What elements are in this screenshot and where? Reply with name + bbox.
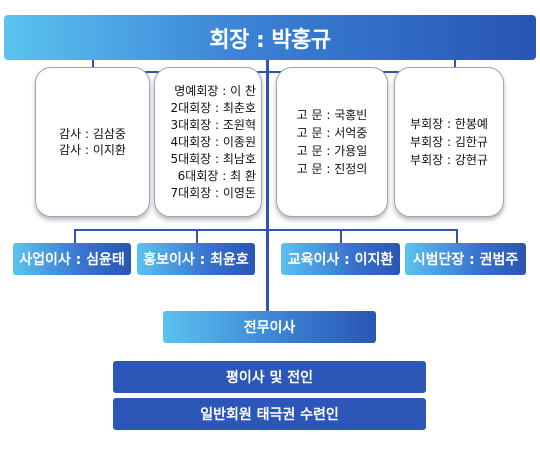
- director-business: 사업이사 : 심윤태: [13, 243, 131, 275]
- connector-director-2: [196, 229, 198, 244]
- vice-presidents-card: 부회장 : 한봉예 부회장 : 김한규 부회장 : 강현규: [394, 67, 504, 217]
- honorary-1: 명예회장 : 이 찬: [174, 83, 256, 98]
- advisors-card: 고 문 : 국홍빈 고 문 : 서억중 고 문 : 가용일 고 문 : 진정의: [276, 67, 388, 217]
- connector-card-1: [92, 60, 94, 72]
- connector-top-horizontal: [93, 71, 455, 73]
- connector-director-4: [456, 229, 458, 244]
- members-box-2: 일반회원 태극권 수련인: [113, 398, 426, 430]
- members-box-1: 평이사 및 전인: [113, 361, 426, 393]
- director-pr: 홍보이사 : 최윤호: [137, 243, 255, 275]
- advisor-1: 고 문 : 국홍빈: [296, 108, 368, 122]
- honorary-card: 명예회장 : 이 찬 2대회장 : 최춘호 3대회장 : 조원혁 4대회장 : …: [154, 67, 262, 217]
- director-education: 교육이사 : 이지환: [281, 243, 400, 275]
- auditor-1: 감사 : 김삼중: [59, 127, 126, 141]
- advisor-4: 고 문 : 진정의: [296, 162, 368, 176]
- honorary-7: 7대회장 : 이영돈: [170, 185, 256, 200]
- vice-president-2: 부회장 : 김한규: [410, 135, 488, 149]
- connector-mid-horizontal: [75, 229, 457, 231]
- connector-card-4: [454, 60, 456, 72]
- auditor-2: 감사 : 이지환: [59, 143, 126, 157]
- honorary-4: 4대회장 : 이종원: [170, 134, 256, 149]
- honorary-2: 2대회장 : 최춘호: [170, 100, 256, 115]
- executive-director-box: 전무이사: [163, 311, 376, 343]
- president-box: 회장 : 박홍규: [4, 15, 536, 60]
- advisor-2: 고 문 : 서억중: [296, 126, 368, 140]
- honorary-6: 6대회장 : 최 환: [177, 168, 256, 183]
- connector-director-3: [340, 229, 342, 244]
- director-demonstration: 시범단장 : 권범주: [405, 243, 526, 275]
- vice-president-1: 부회장 : 한봉예: [410, 117, 488, 131]
- honorary-3: 3대회장 : 조원혁: [170, 117, 256, 132]
- vice-president-3: 부회장 : 강현규: [410, 153, 488, 167]
- auditors-card: 감사 : 김삼중 감사 : 이지환: [35, 67, 150, 217]
- connector-director-1: [74, 229, 76, 244]
- connector-main-vertical: [266, 60, 269, 312]
- advisor-3: 고 문 : 가용일: [296, 144, 368, 158]
- honorary-5: 5대회장 : 최남호: [170, 151, 256, 166]
